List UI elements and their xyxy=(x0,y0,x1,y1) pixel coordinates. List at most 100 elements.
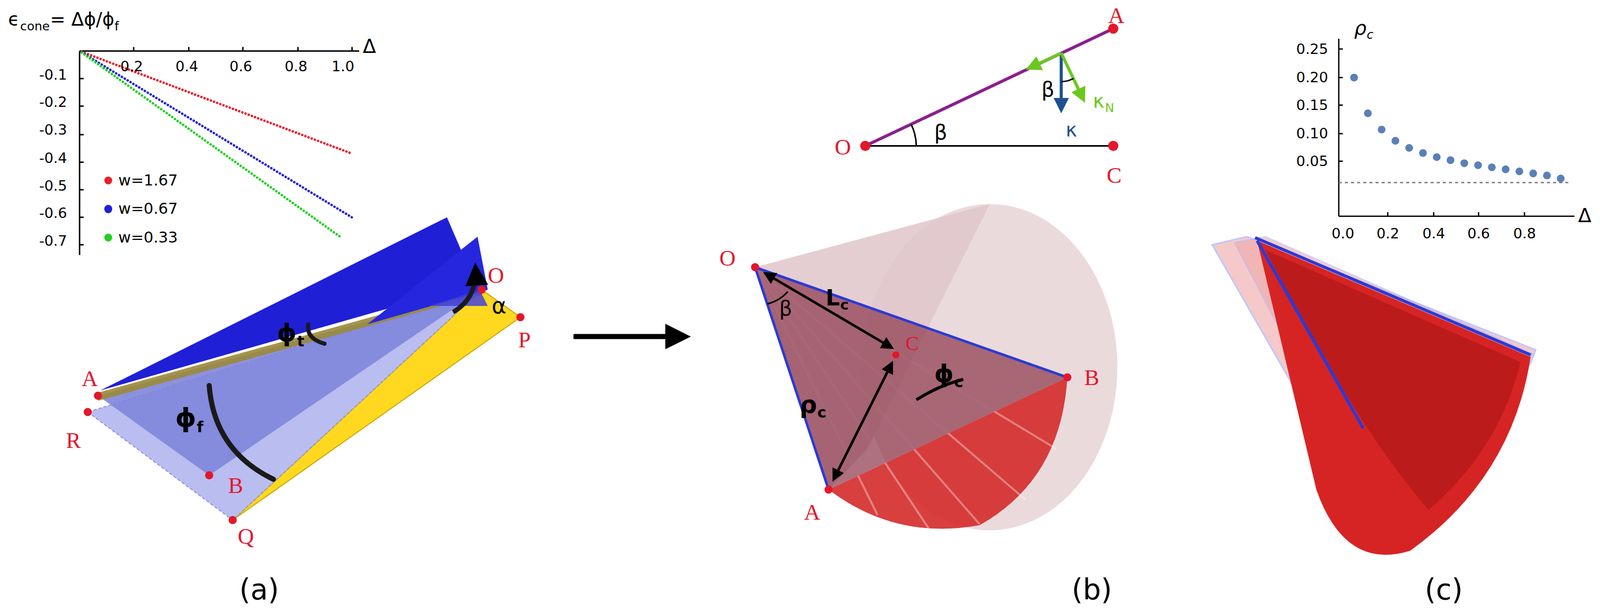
tick-label: 0.4 xyxy=(1422,225,1445,242)
tick-label: 0.05 xyxy=(1296,153,1329,170)
legend-label: w=0.33 xyxy=(118,229,178,247)
math-label: ϕ xyxy=(175,403,197,434)
math-label: α xyxy=(491,293,507,319)
point-label: O xyxy=(487,262,504,289)
tick-label: 0.6 xyxy=(229,58,253,75)
point-label: Q xyxy=(238,523,255,550)
point-label: A xyxy=(1108,2,1125,29)
math-label: κ xyxy=(1065,119,1078,143)
dashed-line xyxy=(1338,181,1572,183)
subscript-label: f xyxy=(196,418,204,437)
math-label: β xyxy=(779,297,793,321)
point-dot xyxy=(228,516,237,525)
subscript-label: c xyxy=(954,373,964,392)
data-point xyxy=(1377,125,1386,134)
tick-label: 0.4 xyxy=(175,58,199,75)
edge-line xyxy=(754,267,1068,378)
tick-label: -0.4 xyxy=(39,149,68,167)
axis-line xyxy=(79,50,360,52)
data-line xyxy=(81,51,353,154)
data-point xyxy=(1432,153,1441,161)
data-point xyxy=(1501,165,1510,174)
math-label: Δ xyxy=(362,35,376,59)
point-dot xyxy=(477,285,486,295)
data-point xyxy=(1350,73,1359,82)
data-line xyxy=(81,52,353,218)
data-point xyxy=(1446,156,1455,165)
axis-line xyxy=(1337,38,1340,217)
data-point xyxy=(1419,149,1427,158)
data-lines xyxy=(81,51,353,238)
tick-label: 0.8 xyxy=(284,58,308,75)
math-label: L xyxy=(825,285,840,311)
point-label: B xyxy=(1084,364,1100,391)
math-label: ϵ xyxy=(8,8,20,30)
tick-label: -0.6 xyxy=(39,204,68,222)
point-dot xyxy=(516,313,525,322)
math-label: Δ xyxy=(1577,204,1592,228)
tick-label: 0.20 xyxy=(1296,69,1329,86)
data-points xyxy=(1350,73,1565,183)
subscript-label: c xyxy=(817,404,827,423)
point-dot xyxy=(204,471,214,480)
panel-label: (b) xyxy=(1071,573,1112,607)
subscript-label: = Δϕ/ϕ xyxy=(50,8,115,30)
normal-curvature-arrow xyxy=(1061,52,1084,101)
data-point xyxy=(1405,144,1414,153)
axis-line xyxy=(1338,215,1575,218)
math-label: ϕ xyxy=(276,319,297,348)
tick-label: -0.2 xyxy=(39,93,68,111)
point-label: A xyxy=(81,365,99,392)
tick-label: 0.2 xyxy=(1376,225,1400,242)
angle-arrow xyxy=(452,267,476,313)
data-point xyxy=(1460,159,1469,168)
math-label: ρ xyxy=(799,391,817,420)
point-label: C xyxy=(1106,162,1122,189)
point-label: R xyxy=(66,427,82,454)
tick-label: -0.3 xyxy=(39,121,68,138)
tick-mark xyxy=(1338,104,1344,106)
tick-mark xyxy=(188,47,190,52)
point-dot xyxy=(824,485,834,495)
subscript-label: c xyxy=(1366,27,1374,42)
base-line xyxy=(865,145,1114,147)
point-dot xyxy=(1063,373,1072,383)
math-label: β xyxy=(934,121,948,145)
tick-label: 0.25 xyxy=(1296,40,1329,58)
point-dot xyxy=(83,408,93,417)
cone-section xyxy=(754,267,1068,490)
panel-label: (c) xyxy=(1424,573,1464,607)
tick-label: 1.0 xyxy=(331,58,355,75)
tick-mark xyxy=(79,189,84,191)
tick-mark xyxy=(242,47,244,52)
tick-mark xyxy=(133,47,135,52)
edge-line xyxy=(754,267,829,490)
data-point xyxy=(1391,136,1400,145)
angle-arc xyxy=(209,385,274,480)
legend-label: w=1.67 xyxy=(118,171,178,190)
point-dot xyxy=(860,141,871,151)
subscript-label: t xyxy=(296,332,305,351)
point-label: P xyxy=(517,327,531,353)
tick-mark xyxy=(79,134,84,136)
point-dots xyxy=(83,285,525,525)
data-point xyxy=(1557,174,1565,183)
tick-label: 0.0 xyxy=(1331,225,1355,242)
tick-label: 0.2 xyxy=(120,58,144,75)
plot-axes xyxy=(1338,38,1575,217)
math-label: κ xyxy=(1093,90,1105,114)
tick-mark xyxy=(1477,212,1480,217)
math-label: ρ xyxy=(1354,17,1367,40)
point-label: A xyxy=(804,499,821,526)
tick-label: -0.5 xyxy=(39,177,68,194)
point-label: O xyxy=(719,245,736,272)
data-point xyxy=(1542,171,1551,180)
tick-label: -0.7 xyxy=(39,232,68,250)
legend-swatch xyxy=(104,204,113,214)
tick-label: 0.6 xyxy=(1467,225,1490,242)
data-line xyxy=(81,52,342,238)
math-label: β xyxy=(1041,78,1055,102)
tick-mark xyxy=(1432,212,1435,217)
